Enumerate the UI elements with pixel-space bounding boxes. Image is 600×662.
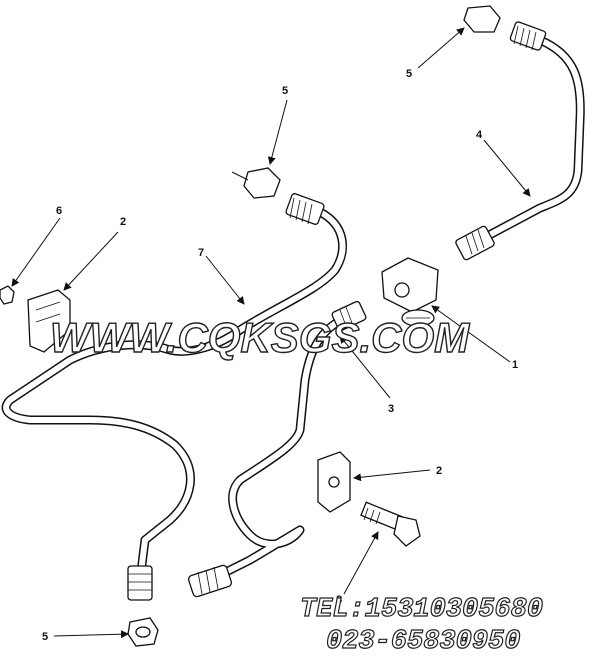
watermark-site: WWW.CQKSGS.COM xyxy=(50,314,470,362)
banjo-connector-1 xyxy=(381,257,439,327)
callout-2-lower: 2 xyxy=(436,465,442,477)
nut-6 xyxy=(0,285,15,305)
callout-4: 4 xyxy=(476,129,483,141)
callout-8: 8 xyxy=(336,594,342,606)
callout-5-bottom-left: 5 xyxy=(42,631,48,643)
clamp-2-upper xyxy=(27,289,71,353)
watermark-phone: TEL:15310305680 xyxy=(300,595,543,625)
callout-6: 6 xyxy=(56,205,62,217)
clamp-2-lower xyxy=(317,451,351,513)
fitting-pipe-3-end xyxy=(187,564,233,598)
callout-3: 3 xyxy=(388,403,394,415)
callout-5-top-right: 5 xyxy=(406,68,412,80)
fuel-line-3 xyxy=(205,313,350,585)
fitting-nut-top-center xyxy=(231,167,325,225)
watermark-phone-2: 023-65830950 xyxy=(326,627,520,657)
fitting-pipe-4-end xyxy=(455,225,495,261)
fitting-nut-top-right xyxy=(463,5,547,51)
fuel-line-7 xyxy=(1,207,347,585)
fitting-nut-bottom-left xyxy=(127,617,159,647)
fitting-pipe-3-top xyxy=(331,300,367,332)
bolt-8 xyxy=(360,501,421,547)
callout-2-upper: 2 xyxy=(120,216,126,228)
callout-labels: 5 4 5 7 2 6 1 3 2 8 5 xyxy=(42,68,518,643)
fitting-pipe-7-end xyxy=(127,565,153,601)
leader-lines xyxy=(11,27,531,639)
callout-5-top-center: 5 xyxy=(282,85,288,97)
callout-7: 7 xyxy=(198,247,204,259)
fuel-line-4 xyxy=(475,35,585,245)
callout-1: 1 xyxy=(512,359,518,371)
